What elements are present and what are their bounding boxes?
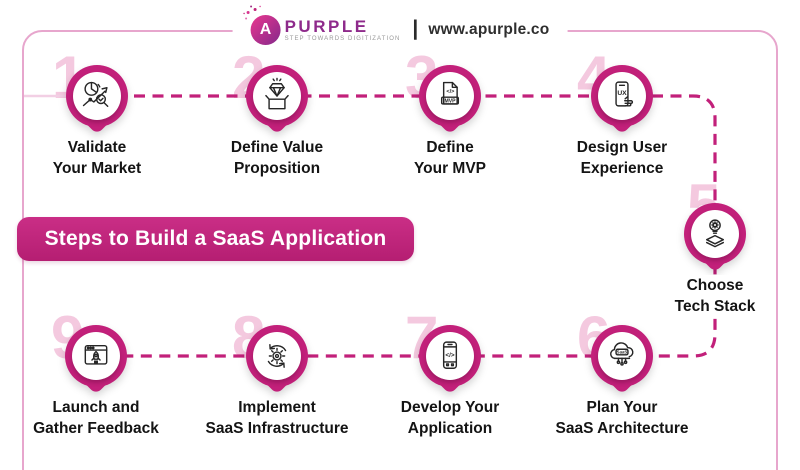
mvp-document-icon: </> MVP: [419, 65, 481, 127]
tech-stack-icon: [684, 203, 746, 265]
step-label-line: Tech Stack: [674, 298, 756, 316]
market-research-icon: [66, 65, 128, 127]
svg-text:UX: UX: [617, 90, 627, 97]
step-marker: UX: [591, 65, 653, 135]
logo-dots-icon: [246, 11, 250, 14]
step-marker: </> MVP: [419, 65, 481, 135]
step-marker: SaaS: [591, 325, 653, 395]
step-marker: [684, 203, 746, 273]
step-label-line: Your MVP: [413, 160, 487, 178]
brand-tagline: STEP TOWARDS DIGITIZATION: [284, 36, 401, 43]
step-label-line: Design User: [576, 139, 668, 156]
apurple-logo-icon: A: [246, 11, 281, 45]
step-label-line: Implement: [238, 399, 316, 416]
value-proposition-icon: [246, 65, 308, 127]
svg-text:SaaS: SaaS: [617, 350, 628, 355]
step-label-line: Validate: [67, 139, 127, 156]
ux-phone-icon: UX: [591, 65, 653, 127]
saas-cloud-icon: SaaS: [591, 325, 653, 387]
brand-header: A PURPLE STEP TOWARDS DIGITIZATION | www…: [232, 8, 568, 52]
step-label-line: Develop Your: [400, 399, 500, 416]
step-label-line: Choose: [686, 277, 744, 294]
gear-sync-icon: [246, 325, 308, 387]
step-marker: [246, 325, 308, 395]
svg-text:</>: </>: [445, 352, 454, 359]
step-label-line: Experience: [580, 160, 664, 178]
step-marker: [66, 65, 128, 135]
step-label-line: SaaS Infrastructure: [205, 420, 349, 438]
brand-text: PURPLE STEP TOWARDS DIGITIZATION: [284, 16, 401, 43]
app-code-phone-icon: </>: [419, 325, 481, 387]
step-label-line: Launch and: [52, 399, 140, 416]
step-marker: </>: [419, 325, 481, 395]
step-label-line: Define: [426, 139, 474, 156]
website-url: www.apurple.co: [428, 21, 550, 38]
title-banner: Steps to Build a SaaS Application: [17, 217, 414, 261]
svg-text:MVP: MVP: [444, 98, 456, 104]
step-label-line: Your Market: [52, 160, 142, 178]
step-label-line: Proposition: [233, 160, 321, 178]
brand-name: PURPLE: [284, 16, 369, 36]
step-label-line: Application: [407, 420, 493, 438]
step-label-line: Gather Feedback: [33, 420, 159, 438]
brand-letter: A: [259, 21, 272, 38]
step-label-line: Plan Your: [586, 399, 658, 416]
step-marker: [246, 65, 308, 135]
step-label-line: Define Value: [230, 139, 324, 156]
separator-bar: |: [412, 17, 419, 40]
launch-rocket-icon: [65, 325, 127, 387]
svg-text:</>: </>: [446, 89, 454, 95]
step-label-line: SaaS Architecture: [555, 420, 689, 438]
step-marker: [65, 325, 127, 395]
title-text: Steps to Build a SaaS Application: [44, 227, 387, 250]
